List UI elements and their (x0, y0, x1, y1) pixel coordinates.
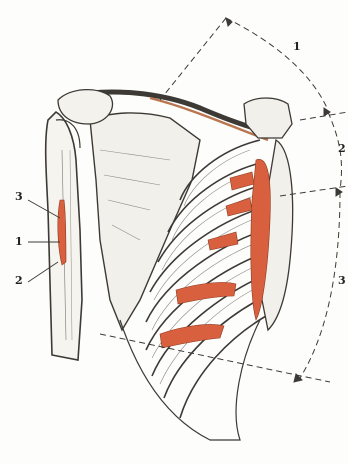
label-right-1: 1 (293, 41, 301, 52)
label-left-3: 3 (15, 191, 23, 202)
shoulder-joint (58, 90, 113, 124)
label-right-2: 2 (338, 143, 346, 154)
label-right-3: 3 (338, 275, 346, 286)
label-left-1: 1 (15, 236, 23, 247)
label-left-2: 2 (15, 275, 23, 286)
vertebra (244, 98, 292, 138)
